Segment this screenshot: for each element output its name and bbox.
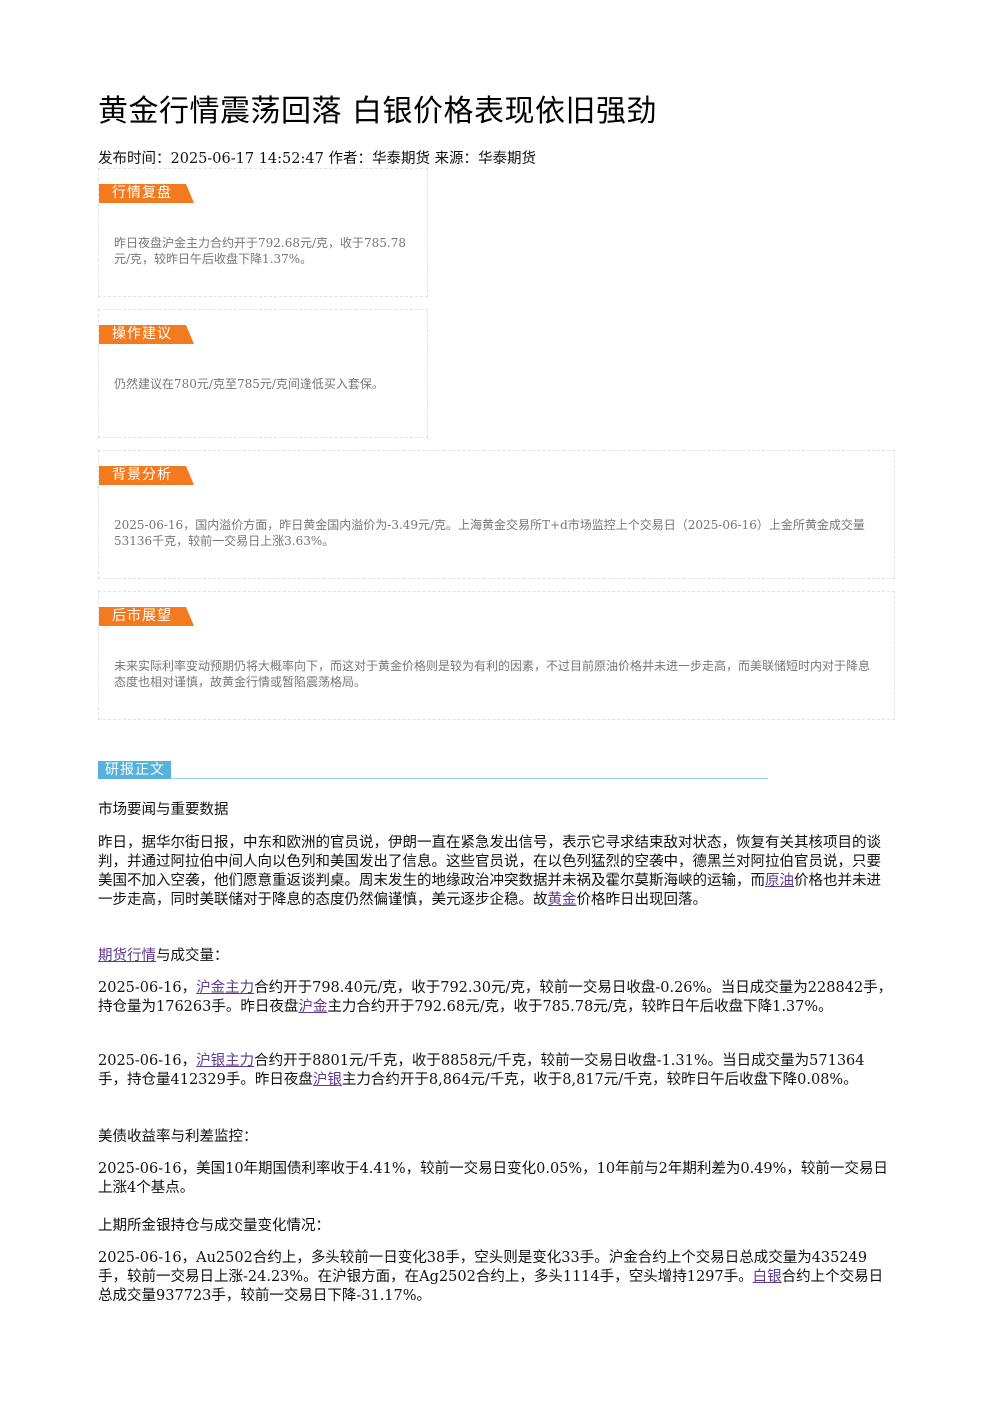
link-shfe-gold[interactable]: 沪金 xyxy=(298,999,328,1015)
link-shfe-silver[interactable]: 沪银 xyxy=(312,1072,342,1088)
summary-text: 仍然建议在780元/克至785元/克间逢低买入套保。 xyxy=(114,377,384,391)
link-shfe-gold-main[interactable]: 沪金主力 xyxy=(196,980,255,996)
summary-text: 昨日夜盘沪金主力合约开于792.68元/克，收于785.78元/克，较昨日午后收… xyxy=(114,236,407,266)
section-tag: 后市展望 xyxy=(99,607,194,626)
summary-text: 未来实际利率变动预期仍将大概率向下，而这对于黄金价格则是较为有利的因素，不过目前… xyxy=(114,659,871,689)
summary-box-outlook: 后市展望 未来实际利率变动预期仍将大概率向下，而这对于黄金价格则是较为有利的因素… xyxy=(98,591,895,720)
report-divider xyxy=(170,778,768,779)
link-futures-quotes[interactable]: 期货行情 xyxy=(98,948,156,964)
shfe-paragraph: 2025-06-16，Au2502合约上，多头较前一日变化38手，空头则是变化3… xyxy=(98,1250,884,1304)
news-paragraph: 昨日，据华尔街日报，中东和欧洲的官员说，伊朗一直在紧急发出信号，表示它寻求结束敌… xyxy=(98,835,881,908)
summary-box-background: 背景分析 2025-06-16，国内溢价方面，昨日黄金国内溢价为-3.49元/克… xyxy=(98,450,895,579)
section-tag: 背景分析 xyxy=(99,466,194,485)
link-shfe-silver-main[interactable]: 沪银主力 xyxy=(196,1053,255,1069)
report-body-label: 研报正文 xyxy=(98,761,171,779)
shfe-heading: 上期所金银持仓与成交量变化情况： xyxy=(98,1218,330,1234)
section-tag: 操作建议 xyxy=(99,325,194,344)
page-title: 黄金行情震荡回落 白银价格表现依旧强劲 xyxy=(98,94,658,129)
summary-box-advice: 操作建议 仍然建议在780元/克至785元/克间逢低买入套保。 xyxy=(98,309,428,438)
summary-box-review: 行情复盘 昨日夜盘沪金主力合约开于792.68元/克，收于785.78元/克，较… xyxy=(98,168,428,297)
summary-text: 2025-06-16，国内溢价方面，昨日黄金国内溢价为-3.49元/克。上海黄金… xyxy=(114,518,865,548)
treasury-heading: 美债收益率与利差监控： xyxy=(98,1129,258,1145)
section-tag: 行情复盘 xyxy=(99,184,194,203)
gold-paragraph: 2025-06-16，沪金主力合约开于798.40元/克，收于792.30元/克… xyxy=(98,980,893,1015)
silver-paragraph: 2025-06-16，沪银主力合约开于8801元/千克，收于8858元/千克，较… xyxy=(98,1053,865,1088)
link-crude-oil[interactable]: 原油 xyxy=(765,873,794,889)
publish-meta: 发布时间：2025-06-17 14:52:47 作者：华泰期货 来源：华泰期货 xyxy=(98,151,537,167)
treasury-paragraph: 2025-06-16，美国10年期国债利率收于4.41%，较前一交易日变化0.0… xyxy=(98,1161,888,1196)
news-heading: 市场要闻与重要数据 xyxy=(98,802,229,818)
link-gold[interactable]: 黄金 xyxy=(547,892,577,908)
futures-heading: 期货行情与成交量： xyxy=(98,948,229,964)
link-silver[interactable]: 白银 xyxy=(752,1269,782,1285)
